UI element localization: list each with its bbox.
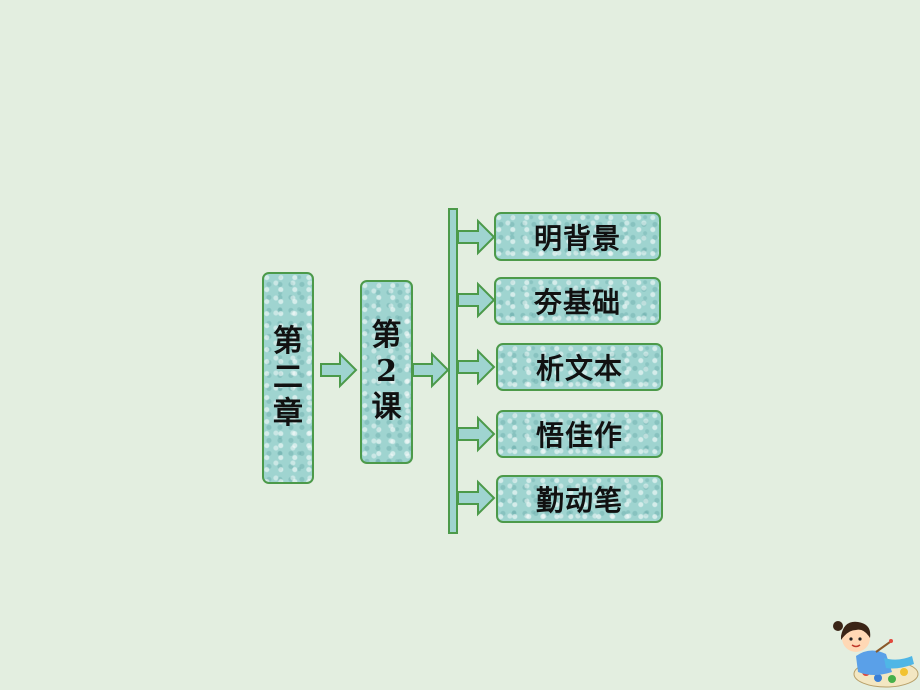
lesson-char: 2 <box>376 354 397 389</box>
section-box-4[interactable]: 悟佳作 <box>496 410 663 458</box>
arrow-to-section-3 <box>457 348 496 386</box>
arrow-lesson-to-bar <box>412 351 450 389</box>
section-label: 悟佳作 <box>535 419 623 452</box>
section-label: 勤动笔 <box>535 484 623 517</box>
connector-bar <box>448 208 458 534</box>
chapter-char: 第 <box>273 324 303 359</box>
section-box-5[interactable]: 勤动笔 <box>496 475 663 523</box>
section-label: 析文本 <box>535 352 623 385</box>
arrow-chapter-to-lesson <box>320 351 358 389</box>
section-box-1[interactable]: 明背景 <box>494 212 661 261</box>
chapter-char: 二 <box>273 360 303 395</box>
section-box-2[interactable]: 夯基础 <box>494 277 661 325</box>
section-label: 明背景 <box>533 221 621 255</box>
arrow-to-section-4 <box>457 415 496 453</box>
arrow-to-section-2 <box>457 281 496 319</box>
arrow-to-section-5 <box>457 479 496 517</box>
lesson-char: 课 <box>371 390 402 425</box>
lesson-box: 第 2 课 <box>360 280 413 464</box>
chapter-char: 章 <box>273 396 303 431</box>
lesson-char: 第 <box>371 318 402 353</box>
chapter-box: 第 二 章 <box>262 272 314 484</box>
section-box-3[interactable]: 析文本 <box>496 343 663 391</box>
section-label: 夯基础 <box>533 286 621 319</box>
arrow-to-section-1 <box>457 218 496 256</box>
cartoon-girl-painting-icon <box>833 621 919 688</box>
